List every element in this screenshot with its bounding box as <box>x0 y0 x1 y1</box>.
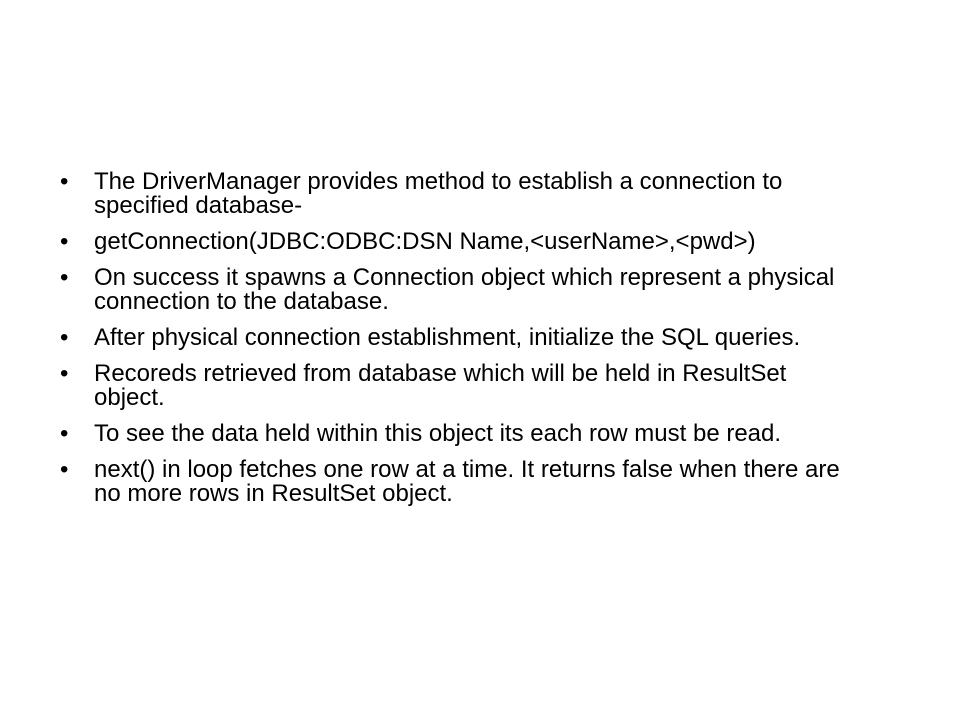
bullet-icon: • <box>60 264 69 291</box>
bullet-icon: • <box>60 168 69 195</box>
bullet-icon: • <box>60 420 69 447</box>
bullet-icon: • <box>60 228 69 255</box>
bullet-icon: • <box>60 360 69 387</box>
bullet-item: • To see the data held within this objec… <box>60 422 860 446</box>
bullet-item: • The DriverManager provides method to e… <box>60 170 860 218</box>
bullet-text: On success it spawns a Connection object… <box>94 264 835 315</box>
bullet-text: After physical connection establishment,… <box>94 324 801 351</box>
bullet-item: • Recoreds retrieved from database which… <box>60 362 860 410</box>
bullet-text: next() in loop fetches one row at a time… <box>94 456 840 507</box>
bullet-list: • The DriverManager provides method to e… <box>60 170 860 518</box>
bullet-item: • After physical connection establishmen… <box>60 326 860 350</box>
bullet-icon: • <box>60 456 69 483</box>
bullet-text: Recoreds retrieved from database which w… <box>94 360 787 411</box>
bullet-item: • getConnection(JDBC:ODBC:DSN Name,<user… <box>60 230 860 254</box>
bullet-icon: • <box>60 324 69 351</box>
bullet-item: • On success it spawns a Connection obje… <box>60 266 860 314</box>
bullet-item: • next() in loop fetches one row at a ti… <box>60 458 860 506</box>
bullet-text: getConnection(JDBC:ODBC:DSN Name,<userNa… <box>94 228 756 255</box>
bullet-text: The DriverManager provides method to est… <box>94 168 783 219</box>
bullet-text: To see the data held within this object … <box>94 420 782 447</box>
